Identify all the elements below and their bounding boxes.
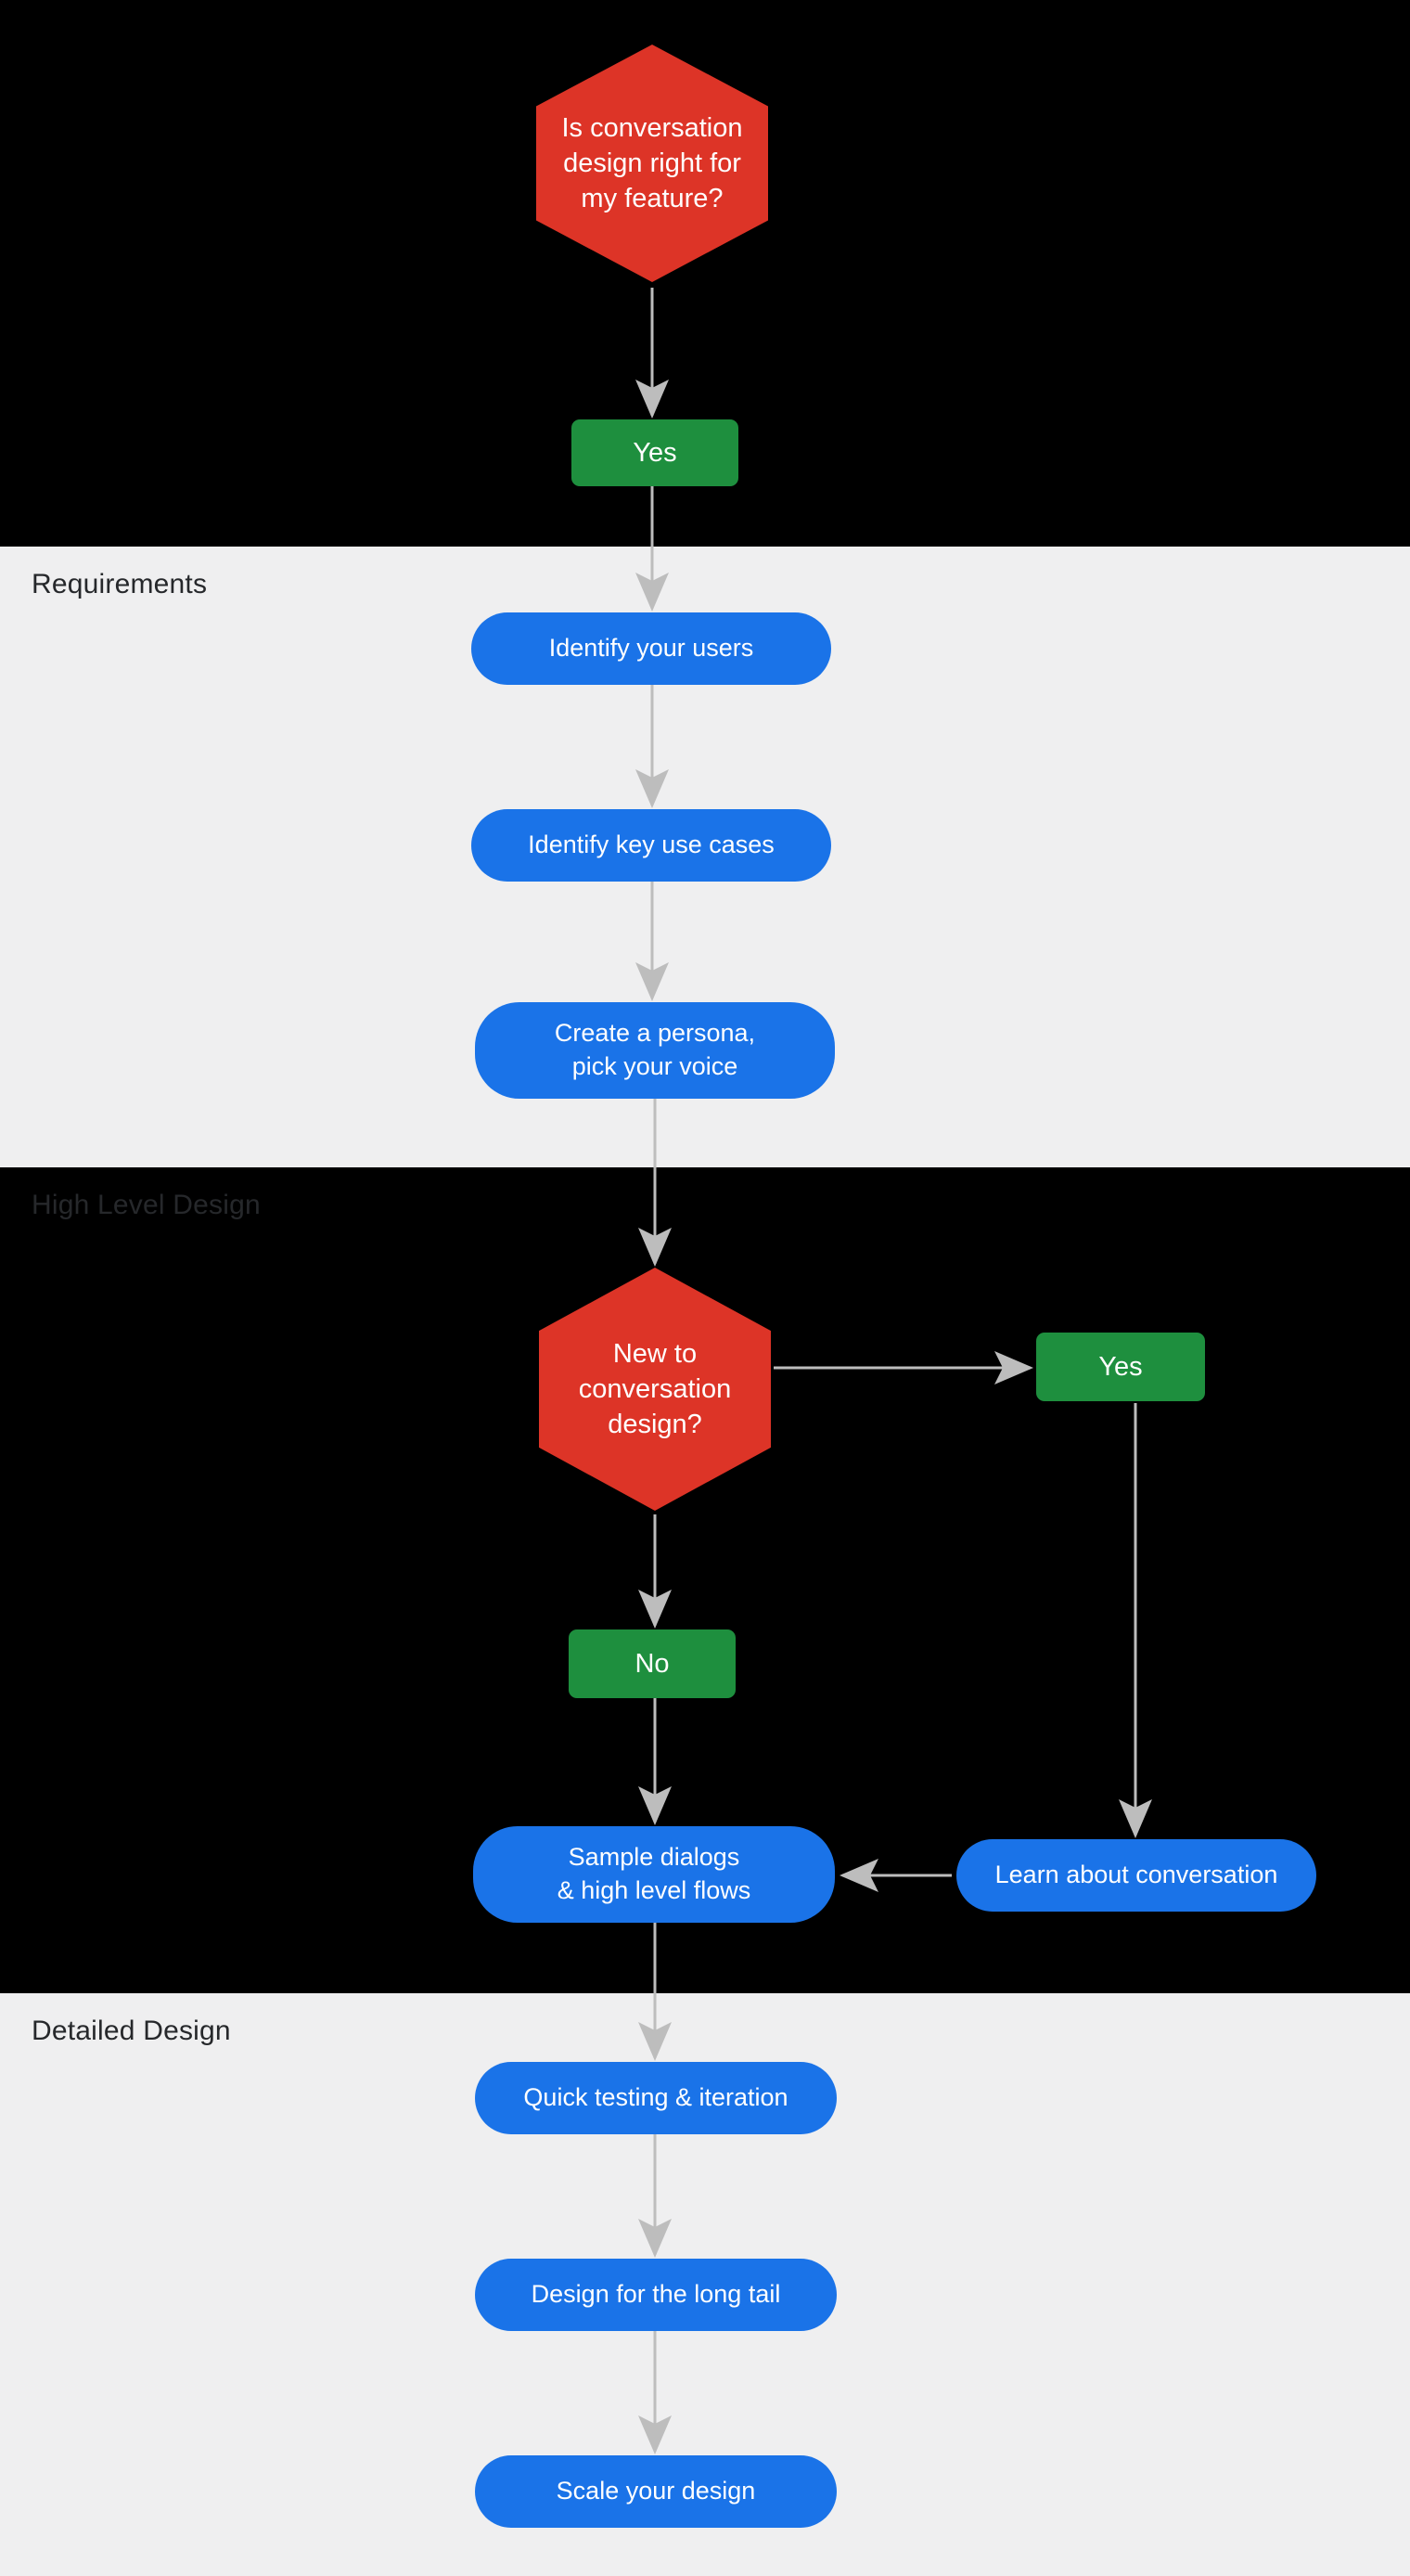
node-label-create-persona: Create a persona, pick your voice [554, 1019, 756, 1080]
node-label-no-1: No [634, 1648, 670, 1679]
node-quick-testing[interactable]: Quick testing & iteration [475, 2062, 837, 2134]
node-identify-use-cases[interactable]: Identify key use cases [471, 809, 831, 882]
node-learn-conversation[interactable]: Learn about conversation [956, 1839, 1316, 1912]
node-scale-design[interactable]: Scale your design [475, 2455, 837, 2528]
node-long-tail[interactable]: Design for the long tail [475, 2259, 837, 2331]
node-sample-dialogs[interactable]: Sample dialogs & high level flows [473, 1826, 835, 1923]
node-label-sample-dialogs: Sample dialogs & high level flows [557, 1843, 751, 1904]
node-label-q-right-for-feature: Is conversation design right for my feat… [561, 112, 743, 214]
node-label-scale-design: Scale your design [556, 2477, 756, 2505]
section-label-detailed: Detailed Design [32, 2016, 231, 2046]
node-label-long-tail: Design for the long tail [531, 2280, 781, 2309]
node-label-yes-1: Yes [633, 437, 677, 468]
node-identify-users[interactable]: Identify your users [471, 612, 831, 685]
node-yes-2[interactable]: Yes [1036, 1333, 1205, 1401]
node-label-identify-use-cases: Identify key use cases [528, 831, 775, 859]
node-label-learn-conversation: Learn about conversation [994, 1861, 1278, 1889]
node-yes-1[interactable]: Yes [571, 419, 738, 486]
node-label-yes-2: Yes [1098, 1351, 1143, 1382]
node-label-q-new-to-cd: New to conversation design? [578, 1338, 732, 1440]
section-label-requirements: Requirements [32, 569, 208, 599]
section-label-high-level: High Level Design [32, 1190, 261, 1220]
node-create-persona[interactable]: Create a persona, pick your voice [475, 1002, 835, 1099]
node-label-quick-testing: Quick testing & iteration [523, 2083, 788, 2112]
node-label-identify-users: Identify your users [548, 634, 754, 663]
node-no-1[interactable]: No [569, 1629, 736, 1698]
